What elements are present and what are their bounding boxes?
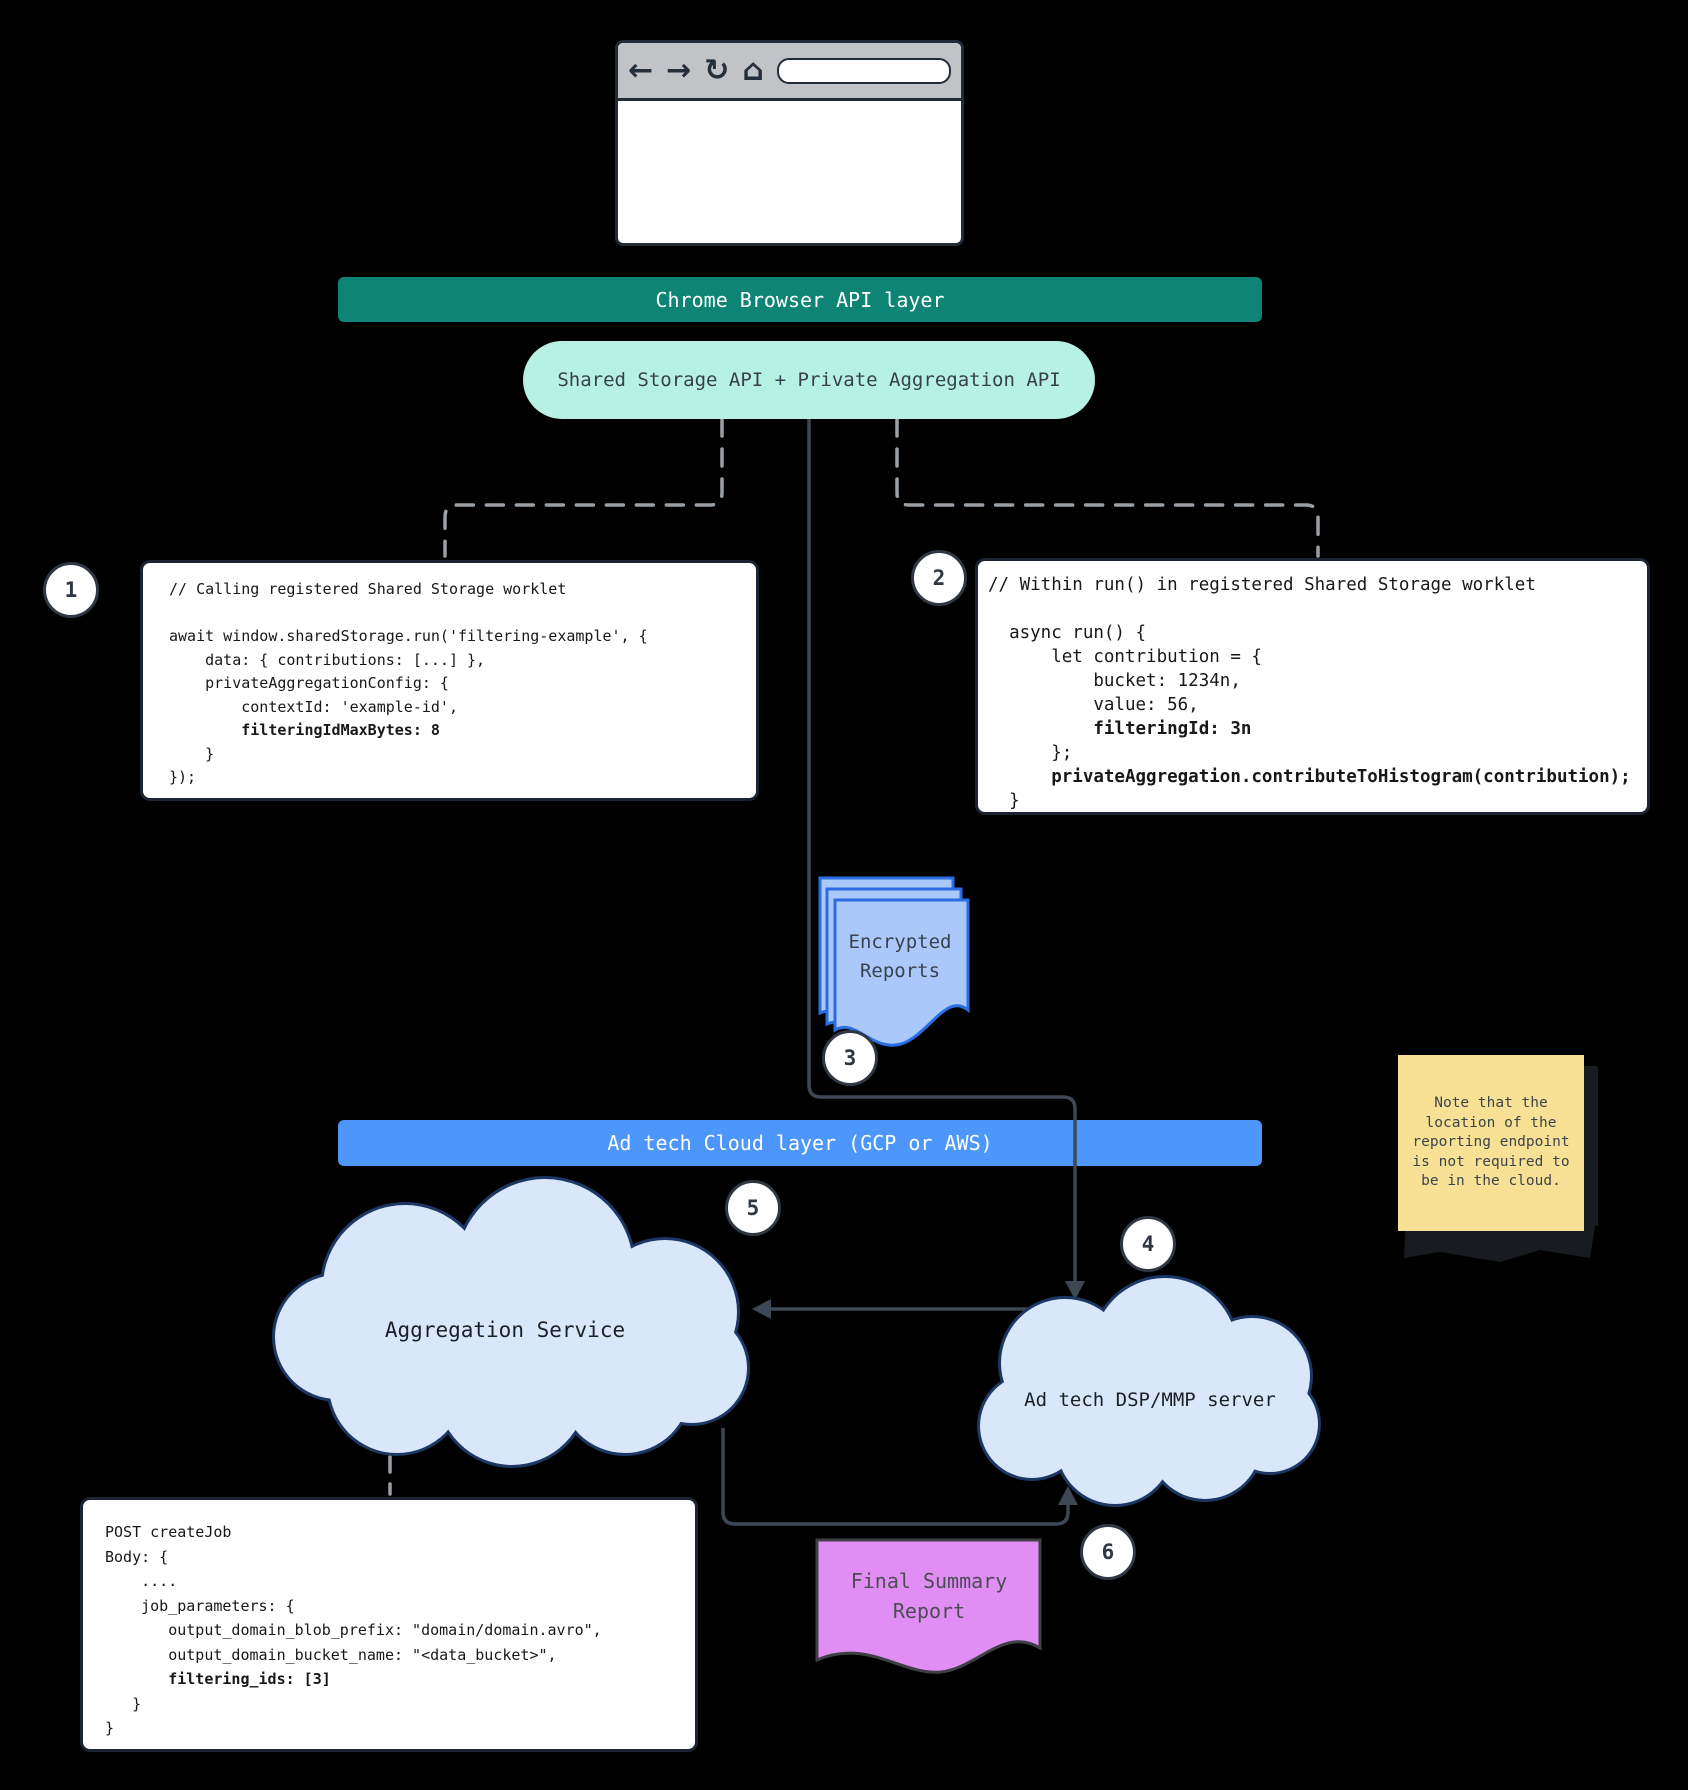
dashed-connector-to-worklet-call [443,417,724,558]
forward-icon[interactable]: → [666,52,692,88]
encrypted-reports-label: Encrypted Reports [848,931,952,982]
aggregation-service-label: Aggregation Service [384,1318,626,1342]
sticky-note: Note that the location of the reporting … [1398,1055,1584,1231]
arrowhead-into-dsp-top [1065,1281,1085,1300]
reload-icon[interactable]: ↻ [704,52,730,88]
code-box-worklet-call: // Calling registered Shared Storage wor… [140,560,759,801]
flow-line-aggregation-to-dsp [721,1428,1070,1526]
final-summary-report-label: Final Summary Report [850,1569,1008,1623]
shared-storage-api-label: Shared Storage API + Private Aggregation… [557,369,1061,391]
shared-storage-api-pill: Shared Storage API + Private Aggregation… [523,341,1095,419]
code-box-worklet-run: // Within run() in registered Shared Sto… [975,558,1650,815]
arrowhead-into-aggregation [752,1299,771,1319]
step-circle-6: 6 [1080,1524,1136,1580]
final-summary-report-icon [815,1538,1042,1674]
cloud-layer-label: Ad tech Cloud layer (GCP or AWS) [607,1131,993,1155]
home-icon[interactable]: ⌂ [742,52,764,88]
aggregation-service-cloud [272,1176,750,1468]
browser-window: ← → ↻ ⌂ [615,40,964,246]
dsp-server-label: Ad tech DSP/MMP server [1024,1389,1276,1411]
step-circle-5: 5 [725,1180,781,1236]
browser-toolbar: ← → ↻ ⌂ [618,43,961,101]
back-icon[interactable]: ← [628,52,654,88]
cloud-layer-banner: Ad tech Cloud layer (GCP or AWS) [338,1120,1262,1166]
arrowhead-into-dsp-bottom [1058,1486,1078,1505]
step-circle-3: 3 [822,1030,878,1086]
url-bar[interactable] [776,57,951,84]
dashed-connector-to-worklet-run [895,417,1320,558]
step-circle-1: 1 [43,562,99,618]
chrome-api-layer-banner: Chrome Browser API layer [338,277,1262,322]
step-circle-2: 2 [911,550,967,606]
step-circle-4: 4 [1120,1216,1176,1272]
dsp-server-cloud [977,1275,1321,1507]
flow-line-reports-to-dsp [807,419,1077,1286]
encrypted-reports-icon [818,876,970,1047]
chrome-api-layer-label: Chrome Browser API layer [655,287,945,312]
